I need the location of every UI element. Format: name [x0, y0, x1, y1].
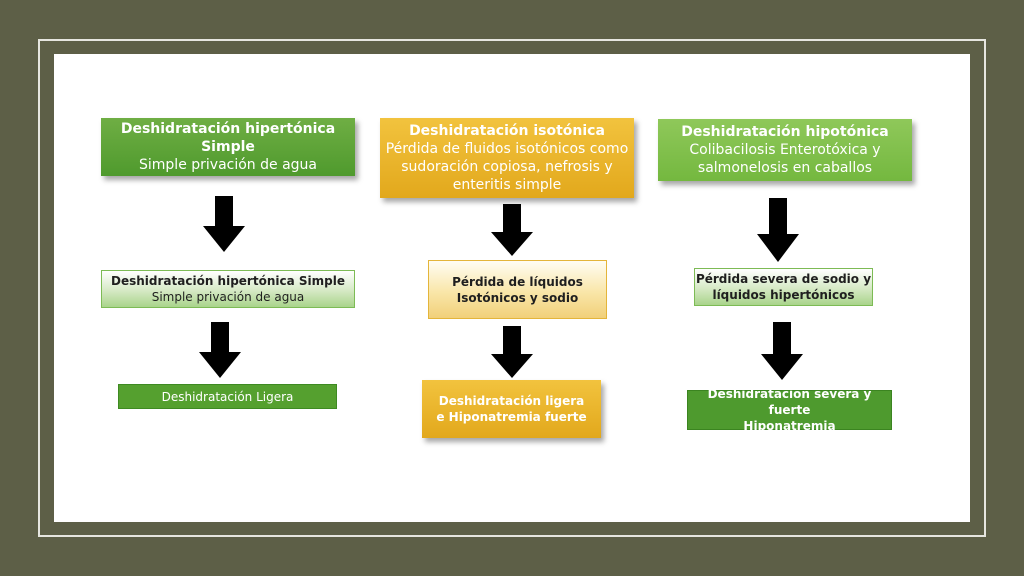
severe-dehydration-line2: Hiponatremia — [743, 419, 836, 433]
isotonic-description-3: enteritis simple — [452, 177, 562, 193]
hypotonic-description-1: Colibacilosis Enterotóxica y — [689, 142, 881, 158]
down-arrow-icon — [199, 322, 241, 378]
isotonic-fluid-loss-line2: Isotónicos y sodio — [456, 290, 579, 305]
isotonic-description-2: sudoración copiosa, nefrosis y — [401, 159, 613, 175]
down-arrow-icon — [491, 326, 533, 378]
light-dehydration-label: Deshidratación Ligera — [161, 389, 294, 404]
isotonic-dehydration-box: Deshidratación isotónica Pérdida de flui… — [380, 118, 634, 198]
light-hyponatremia-line1: Deshidratación ligera — [438, 394, 585, 408]
hypertonic-dehydration-box: Deshidratación hipertónica Simple Simple… — [101, 118, 355, 176]
severe-sodium-loss-line2: líquidos hipertónicos — [712, 288, 855, 302]
isotonic-title: Deshidratación isotónica — [409, 123, 605, 139]
severe-dehydration-line1: Deshidratación severa y fuerte — [707, 387, 872, 417]
hypotonic-title: Deshidratación hipotónica — [681, 124, 889, 140]
outer-frame — [38, 39, 986, 537]
hypertonic-simple-description: Simple privación de agua — [151, 290, 305, 304]
hypotonic-dehydration-box: Deshidratación hipotónica Colibacilosis … — [658, 119, 912, 181]
hypertonic-simple-box: Deshidratación hipertónica Simple Simple… — [101, 270, 355, 308]
isotonic-fluid-loss-box: Pérdida de líquidos Isotónicos y sodio — [428, 260, 607, 319]
light-dehydration-hyponatremia-box: Deshidratación ligera e Hiponatremia fue… — [422, 380, 601, 438]
severe-sodium-loss-box: Pérdida severa de sodio y líquidos hiper… — [694, 268, 873, 306]
light-dehydration-box: Deshidratación Ligera — [118, 384, 337, 409]
down-arrow-icon — [203, 196, 245, 252]
hypotonic-description-2: salmonelosis en caballos — [697, 160, 873, 176]
hypertonic-subtitle: Simple — [201, 139, 255, 155]
down-arrow-icon — [761, 322, 803, 380]
hypertonic-description: Simple privación de agua — [139, 157, 317, 173]
severe-sodium-loss-line1: Pérdida severa de sodio y — [695, 272, 872, 286]
severe-dehydration-box: Deshidratación severa y fuerte Hiponatre… — [687, 387, 892, 433]
isotonic-fluid-loss-line1: Pérdida de líquidos — [452, 274, 583, 289]
isotonic-description-1: Pérdida de fluidos isotónicos como — [385, 141, 629, 157]
down-arrow-icon — [491, 204, 533, 256]
down-arrow-icon — [757, 198, 799, 262]
hypertonic-title: Deshidratación hipertónica — [120, 121, 336, 137]
hypertonic-simple-title: Deshidratación hipertónica Simple — [111, 274, 345, 288]
light-hyponatremia-line2: e Hiponatremia fuerte — [436, 410, 587, 424]
